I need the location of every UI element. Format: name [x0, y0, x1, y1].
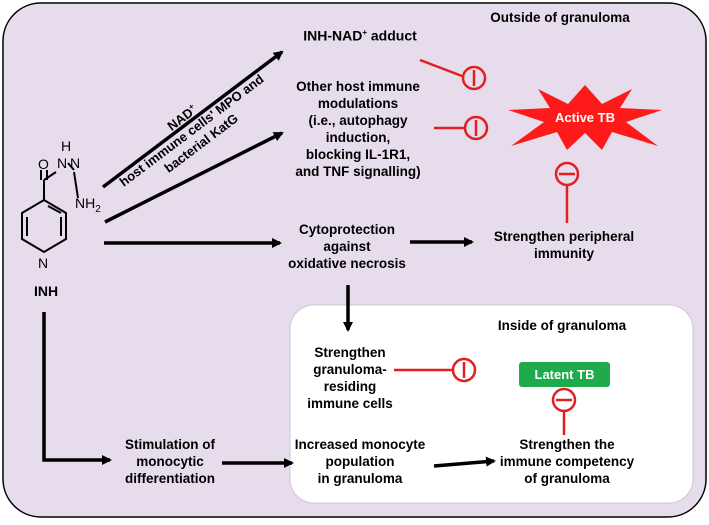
atom-n1: N: [57, 155, 67, 171]
immune-competency-node: Strengthen the immune competency of gran…: [499, 437, 635, 486]
strengthen-peripheral-node: Strengthen peripheral immunity: [493, 229, 635, 261]
other-immune-modulations-node: Other host immune modulations (i.e., aut…: [295, 79, 421, 179]
atom-o: O: [38, 156, 49, 172]
latent-tb-label: Latent TB: [534, 367, 595, 382]
atom-ring-n: N: [38, 255, 48, 271]
inhibit-circle-granuloma-cells: [451, 357, 477, 383]
arrow-inh-to-stimulation: [42, 312, 112, 465]
inhibit-circle-adduct: [461, 65, 487, 91]
activation-arrows: [42, 50, 496, 468]
atom-n2: N: [70, 155, 80, 171]
inh-nad-adduct-node: INH-NAD+ adduct: [303, 27, 417, 44]
arrow-to-competency: [433, 456, 496, 468]
inhibit-line-adduct: [419, 58, 463, 78]
inhibition-symbols: [394, 58, 580, 435]
outside-granuloma-title: Outside of granuloma: [490, 10, 630, 25]
stimulation-node: Stimulation of monocytic differentiation: [125, 437, 215, 486]
inhibit-circle-peripheral: [554, 161, 580, 187]
monocyte-population-node: Increased monocyte population in granulo…: [294, 437, 426, 486]
arrow-to-adduct: [101, 50, 284, 189]
strengthen-granuloma-cells-node: Strengthen granuloma- residing immune ce…: [307, 345, 393, 411]
inhibit-circle-competency: [551, 387, 577, 413]
inside-granuloma-title: Inside of granuloma: [497, 318, 627, 333]
atom-nh2: NH2: [75, 195, 101, 215]
inh-label: INH: [33, 283, 59, 299]
inh-molecule-structure: [21, 162, 79, 254]
atom-h: H: [61, 138, 71, 154]
latent-tb-box: [519, 362, 610, 387]
inhibit-circle-modulations: [463, 115, 489, 141]
arrow-to-other-modulations: [104, 131, 284, 224]
active-tb-burst: [508, 85, 662, 150]
active-tb-label: Active TB: [555, 110, 615, 125]
cytoprotection-node: Cytoprotection against oxidative necrosi…: [288, 222, 406, 271]
inside-granuloma-region: [289, 304, 694, 504]
